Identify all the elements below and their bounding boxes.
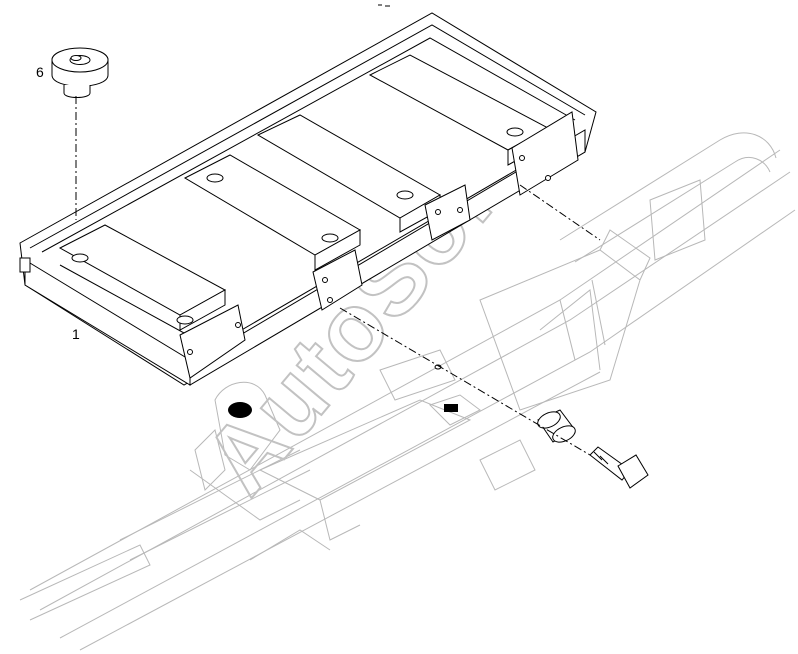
tray-rim-inner xyxy=(29,24,586,249)
callout-1: 1 xyxy=(72,326,80,342)
rubber-bumper xyxy=(51,47,109,98)
mounting-bracket xyxy=(424,184,471,241)
tray-rib xyxy=(183,154,362,271)
bolt xyxy=(589,446,649,489)
mounting-bracket xyxy=(312,249,363,311)
mounting-bracket xyxy=(179,304,246,379)
top-mark xyxy=(378,4,390,7)
tray-end-cap xyxy=(19,257,31,273)
callout-6: 6 xyxy=(36,64,44,80)
chassis-frame xyxy=(19,132,796,651)
callout-label: 6 xyxy=(36,64,44,80)
assembly-lines xyxy=(75,96,601,456)
callout-label: 1 xyxy=(72,326,80,342)
mounting-bracket xyxy=(511,111,579,196)
spacer-bushing xyxy=(537,409,576,443)
tray-rib xyxy=(58,224,227,331)
tray-assembly xyxy=(19,12,597,386)
guide-line-bolt xyxy=(339,307,591,456)
